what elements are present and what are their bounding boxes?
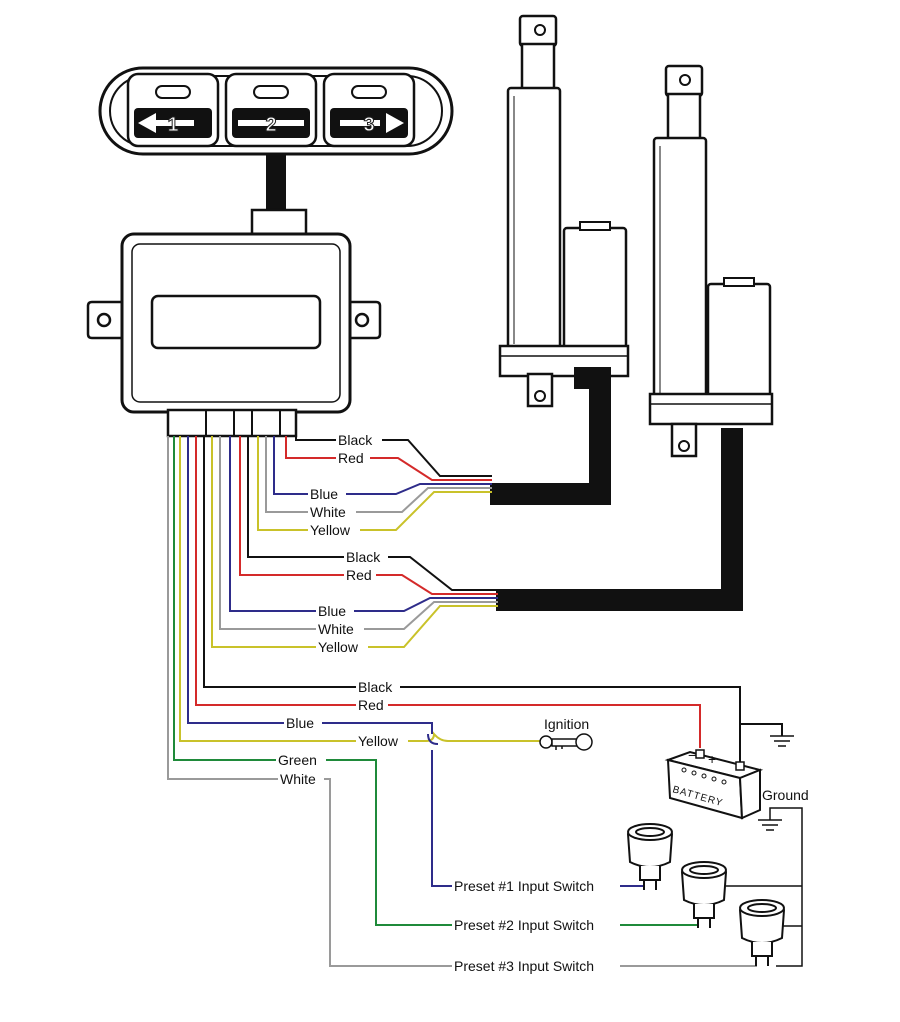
ignition-key-icon — [539, 733, 593, 751]
preset-1-button[interactable]: 1 — [126, 72, 220, 148]
actuator-2-wire-labels: Black Red Blue White Yellow — [318, 549, 381, 655]
preset-1-switch — [626, 823, 674, 890]
actuator-1-wire-labels: Black Red Blue White Yellow — [310, 432, 373, 538]
preset-3-number: 3 — [363, 114, 374, 136]
wire-label-black: Black — [358, 679, 393, 695]
control-box — [86, 208, 382, 438]
wire-label-red: Red — [346, 567, 372, 583]
preset-3-button[interactable]: 3 — [322, 72, 416, 148]
battery-icon: − + BATTERY — [664, 747, 764, 820]
wire-label-blue: Blue — [310, 486, 338, 502]
preset-2-button[interactable]: 2 — [224, 72, 318, 148]
wire-label-blue: Blue — [318, 603, 346, 619]
wire-label-green: Green — [278, 752, 317, 768]
preset-2-switch-label: Preset #2 Input Switch — [454, 917, 594, 933]
wire-label-white: White — [318, 621, 354, 637]
wire-label-yellow: Yellow — [310, 522, 351, 538]
linear-actuator-2 — [496, 64, 774, 611]
actuator-2-wires — [211, 436, 498, 648]
ground-icon — [770, 735, 794, 747]
wire-label-black: Black — [338, 432, 373, 448]
battery-minus-label: − — [688, 747, 696, 763]
linear-actuator-1 — [490, 14, 630, 505]
remote-handset: 1 2 3 — [98, 66, 454, 156]
wire-label-white: White — [280, 771, 316, 787]
wire-label-red: Red — [358, 697, 384, 713]
preset-3-switch — [738, 899, 786, 966]
wire-label-yellow: Yellow — [358, 733, 399, 749]
ignition-label: Ignition — [544, 716, 589, 732]
preset-1-number: 1 — [167, 114, 178, 136]
preset-1-switch-label: Preset #1 Input Switch — [454, 878, 594, 894]
preset-2-switch — [680, 861, 728, 928]
wire-label-blue: Blue — [286, 715, 314, 731]
remote-cable — [266, 154, 286, 212]
actuator-1-wires — [257, 436, 492, 531]
power-wire-labels: Black Red Blue Yellow Green White — [278, 679, 399, 787]
preset-2-number: 2 — [265, 114, 276, 136]
battery-plus-label: + — [708, 751, 716, 767]
preset-3-switch-label: Preset #3 Input Switch — [454, 958, 594, 974]
wire-label-black: Black — [346, 549, 381, 565]
wire-label-white: White — [310, 504, 346, 520]
wire-label-yellow: Yellow — [318, 639, 359, 655]
wire-label-red: Red — [338, 450, 364, 466]
ground-label: Ground — [762, 787, 809, 803]
